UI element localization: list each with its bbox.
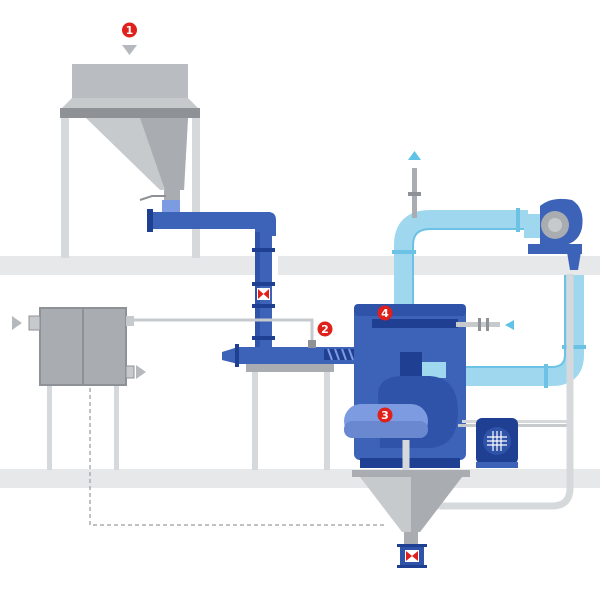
air-duct-upper-edge [412,228,528,315]
air-duct-flange-a [392,250,416,254]
feed-pipe-flange-4 [252,336,275,340]
hopper-bin [72,64,188,98]
exhaust-arrow-icon [408,151,421,160]
mill-rotor [344,352,458,448]
hopper-outlet [164,190,180,202]
valve-icon [257,288,270,300]
marker-2[interactable]: 2 [317,321,333,337]
filter-nozzle-right-top [126,316,134,326]
filter-feed-line [134,318,314,342]
hopper-leg-right [192,118,200,258]
fan-base [528,244,582,254]
classifier-slot [372,319,458,328]
exhaust-flange [408,192,421,196]
rotor-air-link [422,362,446,378]
filter-leg-left [47,385,52,470]
lower-floor [0,469,600,488]
screw-flange [235,344,239,367]
motor [458,418,570,468]
discharge-cone [352,470,470,568]
upper-floor [0,256,268,275]
marker-3[interactable]: 3 [377,407,393,423]
rotor-drum-shade [344,421,428,438]
hopper-cone-shade [140,118,188,190]
feed-pipe-horizontal [150,212,270,229]
discharge-valve-icon [405,550,419,562]
screw-coil [324,349,374,360]
filter-nozzle-right-bottom [125,365,135,379]
feed-pipe-nozzle [162,200,180,214]
classifier-base [360,458,460,468]
svg-text:4: 4 [381,307,389,320]
marker-1[interactable]: 1 [122,22,137,38]
hopper-gate-handle [139,195,166,201]
motor-grille [487,431,507,451]
air-duct-upper [394,210,528,315]
screw-feeder [222,340,374,367]
fan [524,198,583,270]
svg-text:2: 2 [321,323,329,336]
discharge-valve-top [397,544,427,547]
inlet-arrow-icon [12,316,22,330]
table-top [246,364,334,372]
return-pipe-right [440,274,574,510]
screw-nose [222,347,238,364]
control-line [89,388,384,526]
cone-rim [352,470,470,477]
upper-floor-right [278,256,600,275]
screw-feeder-table [246,364,334,470]
air-duct-return-edge [430,275,566,368]
feed-pipe-flange-3 [252,304,275,308]
air-inlet-flange-1 [478,318,481,331]
feed-pipe-elbow [255,212,276,236]
exhaust-stack [408,151,421,218]
fan-outlet [566,246,582,270]
outlet-arrow-icon [136,365,146,379]
air-inlet-flange-2 [486,318,489,331]
svg-text:3: 3 [381,409,389,422]
fan-hub [548,218,562,232]
feed-arrow-icon [122,45,137,55]
filter-leg-right [114,385,119,470]
cone-neck [404,532,418,544]
hopper-lid [62,98,198,108]
air-duct-flange-d [544,364,548,388]
air-duct-flange-b [516,208,520,232]
marker-4[interactable]: 4 [377,305,393,321]
feed-pipe-flange-1 [252,248,275,252]
feed-pipe-flange-left [147,209,153,232]
hopper-rim [60,108,200,118]
fan-inlet [524,214,540,238]
filter-nozzle-left [28,315,41,331]
discharge-valve-bottom [397,565,427,568]
air-duct-flange-c [562,345,586,349]
screw-drive-tap [308,340,316,348]
classifier-top [354,304,466,316]
motor-feet [476,462,518,468]
feed-pipe-flange-2 [252,282,275,286]
svg-text:1: 1 [126,24,134,37]
feed-hopper [60,45,200,258]
cone-body-shade [411,477,462,532]
air-inlet-arrow-icon [505,320,514,330]
rotor-feed-duct [400,352,422,380]
filter-unit [12,307,146,470]
hopper-leg-left [61,118,69,258]
table-leg-left [252,372,258,470]
table-leg-right [324,372,330,470]
